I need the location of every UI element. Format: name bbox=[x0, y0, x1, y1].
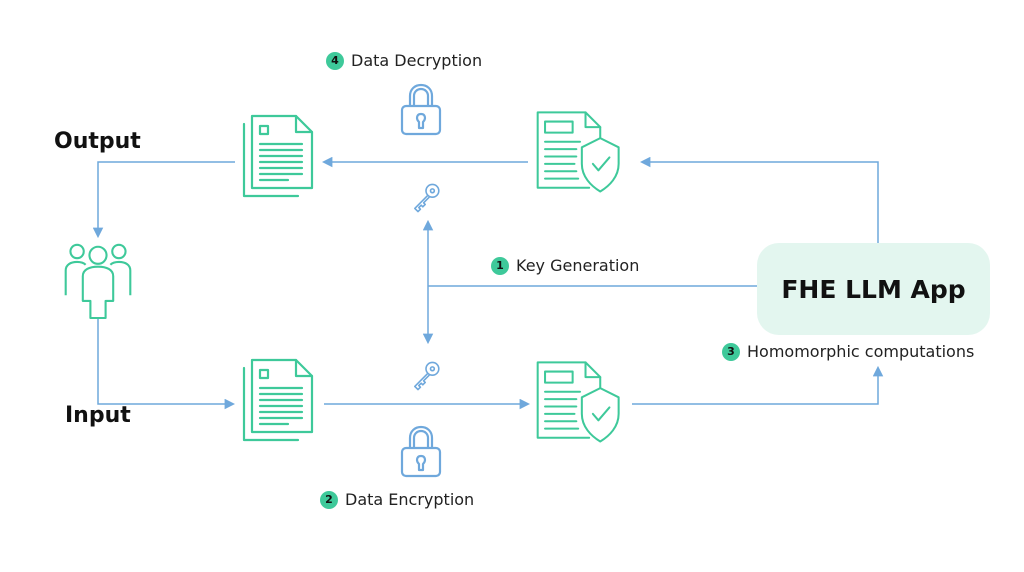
output-label: Output bbox=[54, 129, 141, 154]
app-title: FHE LLM App bbox=[781, 274, 966, 304]
arrow-output-to-users bbox=[92, 161, 235, 239]
top-lock-icon bbox=[400, 83, 442, 136]
step-label: Data Encryption bbox=[345, 490, 475, 509]
step-label: Homomorphic computations bbox=[747, 342, 975, 361]
arrow-app-to-decrypt bbox=[639, 156, 879, 243]
input-document-icon bbox=[242, 358, 314, 442]
step-badge: 4 bbox=[326, 51, 344, 70]
top-key-icon bbox=[413, 183, 440, 213]
arrow-encrypt-to-app bbox=[632, 365, 884, 405]
bottom-key-icon bbox=[413, 361, 440, 391]
step-badge: 2 bbox=[320, 490, 338, 509]
step-key-generation: 1 Key Generation bbox=[491, 256, 639, 275]
output-document-icon bbox=[242, 114, 314, 198]
encrypted-secure-document-icon bbox=[536, 361, 620, 443]
step-label: Data Decryption bbox=[351, 51, 483, 70]
step-homomorphic-computations: 3 Homomorphic computations bbox=[722, 342, 974, 361]
users-group-icon bbox=[64, 243, 132, 320]
step-badge: 3 bbox=[722, 342, 740, 361]
step-data-decryption: 4 Data Decryption bbox=[326, 51, 482, 70]
step-label: Key Generation bbox=[516, 256, 640, 275]
decrypted-secure-document-icon bbox=[536, 111, 620, 193]
arrow-users-to-input bbox=[97, 312, 236, 410]
step-data-encryption: 2 Data Encryption bbox=[320, 490, 474, 509]
step-badge: 1 bbox=[491, 256, 509, 275]
bottom-lock-icon bbox=[400, 425, 442, 478]
fhe-llm-app-box: FHE LLM App bbox=[757, 243, 990, 335]
input-label: Input bbox=[65, 403, 131, 428]
